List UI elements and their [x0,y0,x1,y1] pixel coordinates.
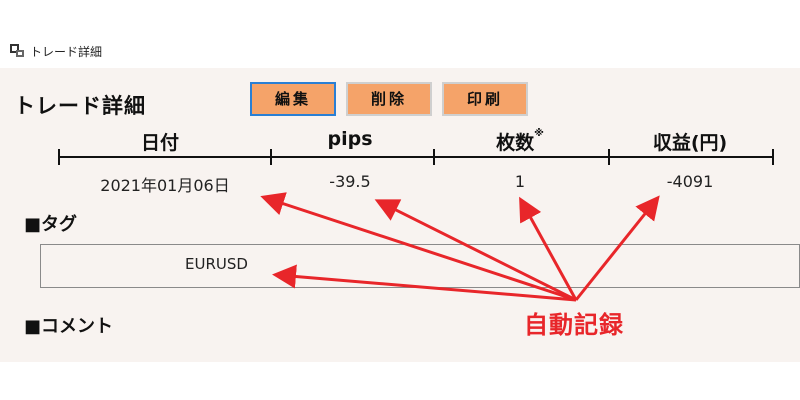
column-header-date: 日付 [110,128,210,155]
divider-tick [608,149,610,165]
cell-lots: 1 [514,172,526,191]
column-header-lots: 枚数※ [470,128,570,155]
column-header-profit: 収益(円) [630,128,750,155]
divider-tick [772,149,774,165]
app-icon [10,44,24,57]
cell-profit: -4091 [666,172,714,191]
column-header-lots-label: 枚数 [496,132,535,154]
window-titlebar: トレード詳細 [0,32,800,68]
tag-value: EURUSD [185,255,248,273]
column-header-pips-label: pips [327,128,373,150]
page-title: トレード詳細 [14,94,146,118]
column-header-profit-label: 収益(円) [652,132,728,154]
delete-button[interactable]: 削除 [346,82,432,116]
cell-pips: -39.5 [329,172,371,191]
cell-date: 2021年01月06日 [100,176,230,195]
tag-field[interactable]: EURUSD [40,244,800,288]
column-header-date-label: 日付 [140,132,179,154]
column-header-pips: pips [300,128,400,150]
auto-record-annotation: 自動記録 [524,311,624,339]
edit-button[interactable]: 編集 [250,82,336,116]
header-divider [58,156,774,158]
column-header-lots-note: ※ [534,128,544,139]
print-button[interactable]: 印刷 [442,82,528,116]
window-title: トレード詳細 [30,45,103,59]
divider-tick [433,149,435,165]
divider-tick [58,149,60,165]
trade-detail-panel: トレード詳細 編集 削除 印刷 日付 pips 枚数※ 収益(円) 2021年0… [0,68,800,362]
divider-tick [270,149,272,165]
tag-section-label: ■タグ [24,214,78,235]
comment-section-label: ■コメント [24,316,114,337]
